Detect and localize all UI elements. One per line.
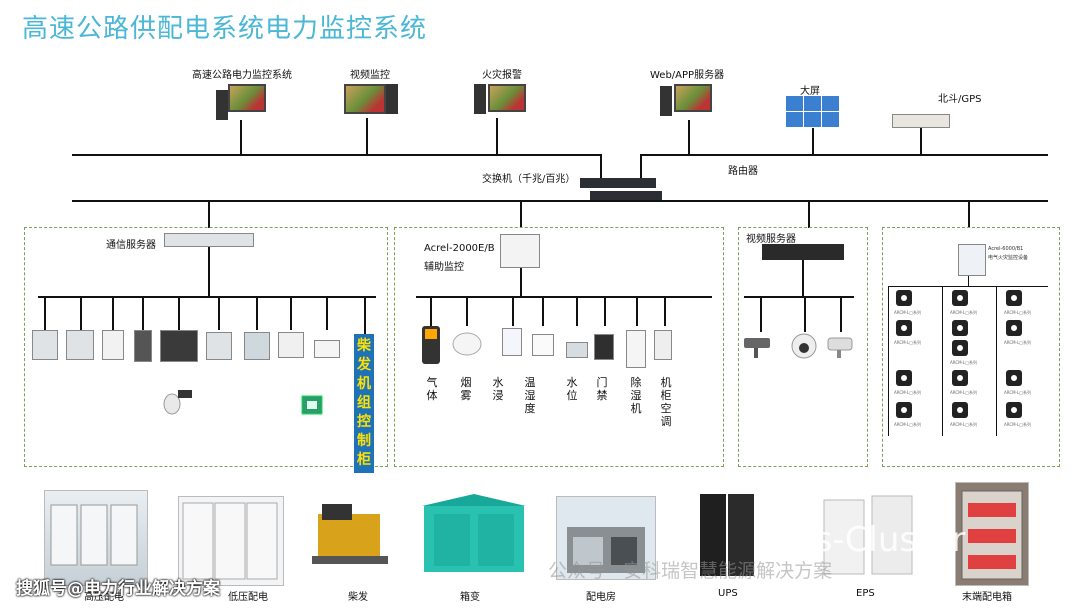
video-bus <box>744 296 854 298</box>
big-screen-label: 大屏 <box>800 86 820 97</box>
box-transformer-image <box>418 492 530 576</box>
protection-device-icon <box>160 330 198 362</box>
sensor-label-gas: 气体 <box>426 376 438 402</box>
router-device-icon <box>590 191 662 201</box>
aux-monitor-label: 辅助监控 <box>424 262 464 273</box>
switch-device-icon <box>580 178 656 188</box>
temperature-humidity-sensor-icon <box>532 334 554 356</box>
sensor-label-water-leak: 水浸 <box>492 376 504 402</box>
sensor-label-temp-humidity: 温湿度 <box>524 376 536 415</box>
power-room-image <box>556 496 656 580</box>
dehumidifier-icon <box>626 330 646 368</box>
bottom-label-ups: UPS <box>718 588 738 599</box>
video-server-group <box>738 227 868 467</box>
wireless-sensor-icon <box>160 386 194 416</box>
big-screen-icon <box>786 96 840 128</box>
smoke-detector-icon <box>452 330 482 358</box>
power-meter-icon <box>244 332 270 360</box>
cabinet-ac-icon <box>654 330 672 360</box>
water-leak-sensor-icon <box>502 328 522 356</box>
wireless-module-icon <box>298 392 326 418</box>
watermark-wechat: 公众号 · 安科瑞智慧能源解决方案 <box>548 560 833 582</box>
sensor-label-access: 门禁 <box>596 376 608 402</box>
aux-bus <box>416 296 712 298</box>
meter-icon <box>102 330 124 360</box>
comm-server-group <box>24 227 388 467</box>
bottom-label-eps: EPS <box>856 588 875 599</box>
upper-bus-left <box>72 154 602 156</box>
system-label-video: 视频监控 <box>350 70 390 81</box>
system-label-web-server: Web/APP服务器 <box>650 70 725 81</box>
comm-bus <box>38 296 376 298</box>
water-level-sensor-icon <box>566 342 588 358</box>
aux-monitor-group <box>394 227 724 467</box>
ct-bus <box>888 286 1048 287</box>
protection-relay-icon <box>66 330 94 360</box>
sensor-label-water-level: 水位 <box>566 376 578 402</box>
upper-bus-right <box>640 154 1048 156</box>
bullet-camera-icon <box>826 334 856 360</box>
watermark-geis: Geis-Cluster <box>758 520 966 560</box>
sensor-label-dehumidifier: 除湿机 <box>630 376 642 415</box>
video-server-label: 视频服务器 <box>746 234 796 245</box>
fire-device-model: Acrel-6000/B1 <box>988 246 1024 252</box>
page-title: 高速公路供配电系统电力监控系统 <box>22 14 428 44</box>
generator-control-panel: 柴发机组控制柜 <box>354 334 374 473</box>
bullet-camera-icon <box>742 334 776 360</box>
sensor-label-cabinet-ac: 机柜空调 <box>660 376 672 428</box>
system-label-power-monitor: 高速公路电力监控系统 <box>192 70 292 81</box>
bottom-label-power-room: 配电房 <box>586 592 616 603</box>
meter-icon <box>134 330 152 362</box>
bottom-label-terminal-box: 末端配电箱 <box>962 592 1012 603</box>
terminal-distribution-box-image <box>955 482 1029 586</box>
fire-monitor-device-icon <box>958 244 986 276</box>
ups-cabinet-image <box>700 492 756 578</box>
bottom-label-lv: 低压配电 <box>228 592 268 603</box>
diesel-generator-image <box>312 500 388 570</box>
comm-server-label: 通信服务器 <box>106 240 156 251</box>
router-label: 路由器 <box>728 166 758 177</box>
bottom-label-box-transformer: 箱变 <box>460 592 480 603</box>
lv-switchgear-image <box>178 496 284 586</box>
bottom-label-hv: 高压配电 <box>84 592 124 603</box>
aux-monitor-device-icon <box>500 234 540 268</box>
fire-monitor-group <box>882 227 1060 467</box>
comm-server-icon <box>164 233 254 247</box>
power-meter-icon <box>206 332 232 360</box>
fire-device-sub: 电气火灾监控设备 <box>988 255 1029 261</box>
sensor-label-smoke: 烟雾 <box>460 376 472 402</box>
gas-detector-icon <box>422 326 440 364</box>
eps-cabinet-image <box>822 494 914 578</box>
watermark-sohu: 搜狐号@电力行业解决方案 <box>16 579 220 599</box>
hv-switchgear-image <box>44 490 148 586</box>
main-bus <box>72 200 1048 202</box>
gps-device-icon <box>892 114 950 128</box>
beidou-gps-label: 北斗/GPS <box>938 94 982 105</box>
bottom-label-generator: 柴发 <box>348 592 368 603</box>
access-control-icon <box>594 334 614 360</box>
nvr-device-icon <box>762 244 844 260</box>
system-label-fire-alarm: 火灾报警 <box>482 70 522 81</box>
protection-relay-icon <box>32 330 58 360</box>
dome-camera-icon <box>790 332 818 360</box>
aux-device-model: Acrel-2000E/B <box>424 243 495 254</box>
switch-label: 交换机（千兆/百兆） <box>482 174 576 185</box>
temperature-sensor-icon <box>314 340 340 358</box>
wireless-meter-icon <box>278 332 304 358</box>
